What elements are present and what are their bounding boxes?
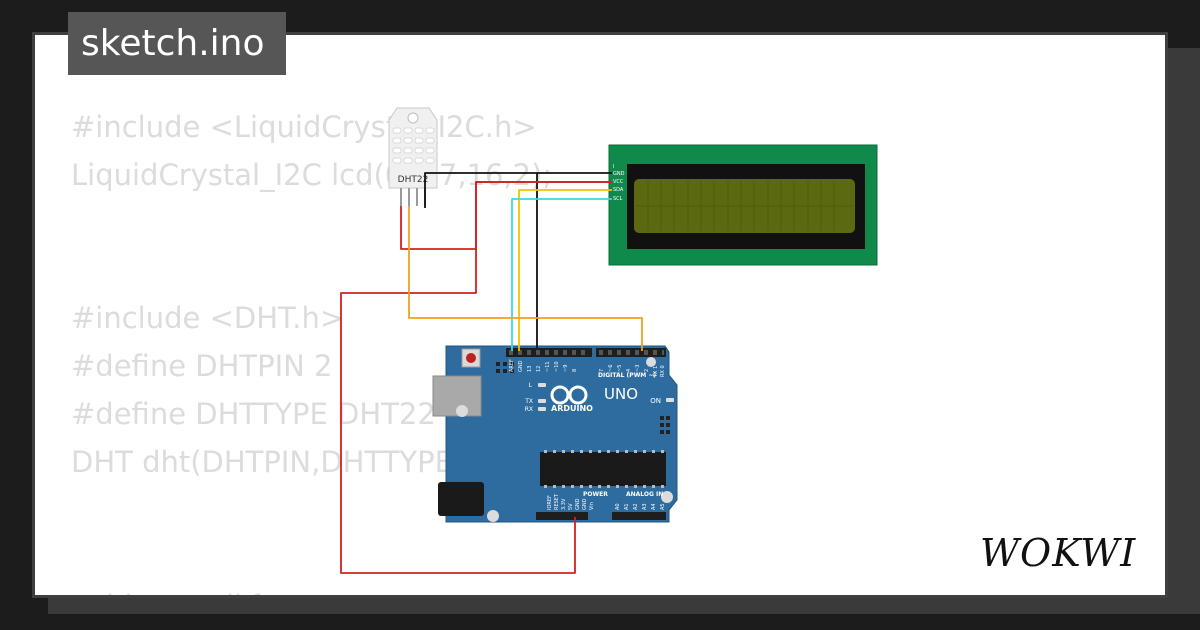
code-line: #include <DHT.h> — [71, 301, 345, 335]
analog-pin-label: A5 — [660, 503, 666, 510]
analog-pin-label: A2 — [633, 503, 639, 510]
power-pins-label: POWER — [583, 491, 608, 498]
power-pin-label: Vin — [589, 502, 595, 510]
led-rx-label: RX — [525, 406, 533, 413]
lcd-pin-label: GND — [613, 171, 625, 177]
lcd-pin-label: SCL — [613, 196, 623, 202]
lcd-pin-label: VCC — [613, 179, 624, 185]
power-pin-label: IOREF — [547, 495, 553, 510]
digital-pins-label: DIGITAL (PWM ~) — [598, 372, 656, 379]
led-l-label: L — [529, 382, 533, 389]
wires — [340, 172, 643, 574]
dht22-sensor[interactable]: DHT22 — [388, 107, 438, 206]
top-pin-label: RX 0 — [660, 365, 666, 377]
power-pin-label: 3.3V — [561, 498, 567, 510]
lcd-pin-label: SDA — [613, 187, 624, 193]
top-pin-label: ~9 — [563, 365, 569, 372]
top-pin-label: 4 — [626, 369, 632, 372]
power-pin-label: RESET — [554, 493, 560, 510]
top-pin-label: ~6 — [608, 365, 614, 372]
top-pin-label: 8 — [572, 369, 578, 372]
code-background: #include <LiquidCrystal_I2C.h> LiquidCry… — [71, 35, 552, 595]
power-on-label: ON — [650, 397, 661, 405]
lcd-1602-i2c[interactable]: I GND VCC SDA SCL — [608, 144, 878, 266]
code-line: #define DHTTYPE DHT22 — [71, 397, 436, 431]
wire-red-power-5v — [340, 181, 612, 574]
top-pin-label: ~10 — [554, 361, 560, 372]
code-line: DHT dht(DHTPIN,DHTTYPE); — [71, 445, 475, 479]
led-tx-label: TX — [524, 398, 533, 405]
arduino-uno-board[interactable]: L TX RX ON ARDUINO UNO DIGITAL (PWM ~) P… — [432, 345, 678, 523]
analog-pins-label: ANALOG IN — [626, 491, 663, 498]
code-line: #include <LiquidCrystal_I2C.h> — [71, 110, 537, 144]
analog-pin-label: A3 — [642, 503, 648, 510]
power-pin-label: GND — [575, 498, 581, 510]
wire-yellow-sda — [518, 189, 612, 351]
arduino-model-label: UNO — [604, 385, 638, 403]
wokwi-logo: WOKWI — [980, 531, 1136, 575]
top-pin-label: 12 — [536, 366, 542, 372]
code-line: #define DHTPIN 2 — [71, 349, 333, 383]
dht22-label: DHT22 — [398, 175, 429, 185]
power-pin-label: 5V — [568, 503, 574, 510]
top-pin-label: ~3 — [635, 365, 641, 372]
wire-red-dht-vcc — [400, 181, 612, 250]
top-pin-label: TX 1 — [653, 366, 659, 378]
top-pin-label: GND — [518, 360, 524, 372]
top-pin-label: 2 — [644, 369, 650, 372]
top-pin-label: ~11 — [545, 361, 551, 372]
lcd-pin-label: I — [613, 164, 614, 170]
wire-black-lcd-gnd-to-arduino-gnd — [424, 172, 538, 348]
power-pin-label: GND — [582, 498, 588, 510]
file-tab-title[interactable]: sketch.ino — [68, 12, 286, 75]
wokwi-logo-text: WOKWI — [980, 531, 1136, 575]
analog-pin-label: A4 — [651, 503, 657, 510]
wire-cyan-scl — [511, 198, 612, 351]
top-pin-label: ~5 — [617, 365, 623, 372]
analog-pin-label: A1 — [624, 503, 630, 510]
top-pin-label: AREF — [509, 359, 515, 372]
top-pin-label: 13 — [527, 366, 533, 372]
arduino-brand-label: ARDUINO — [551, 404, 593, 413]
arduino-logo-icon — [550, 385, 588, 405]
top-pin-label: 7 — [599, 369, 605, 372]
analog-pin-label: A0 — [615, 503, 621, 510]
preview-card: #include <LiquidCrystal_I2C.h> LiquidCry… — [32, 32, 1168, 598]
code-line: LiquidCrystal_I2C lcd(0x27,16,2); — [71, 158, 553, 192]
code-line: void setup(){ — [71, 582, 264, 595]
wire-orange-dht-data — [408, 206, 643, 351]
